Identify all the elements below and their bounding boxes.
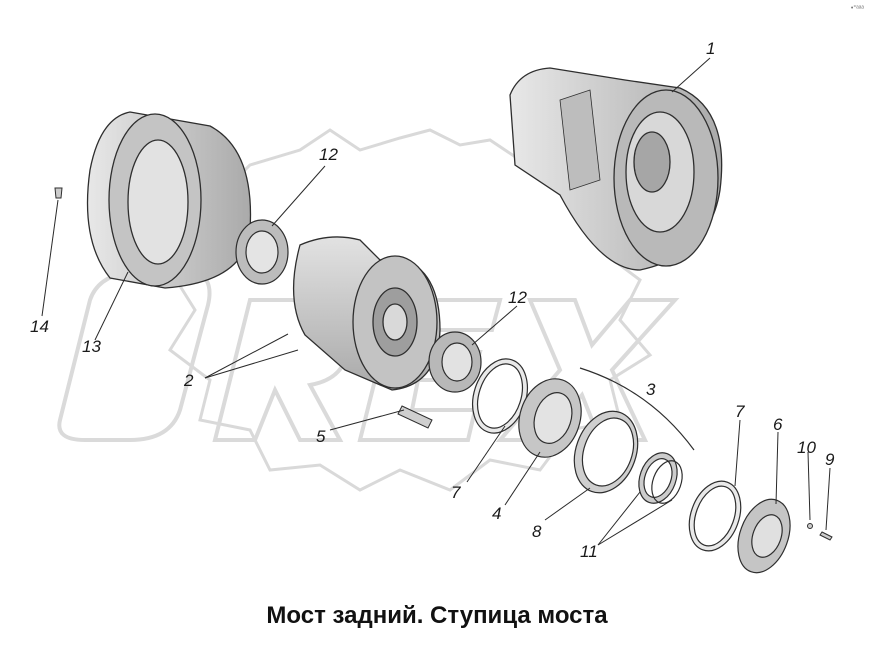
part-gasket-left xyxy=(472,358,528,434)
part-flange-cover xyxy=(518,378,582,458)
part-bolt xyxy=(819,531,833,541)
callout-14: 14 xyxy=(30,317,49,336)
part-cover-plate xyxy=(737,498,791,574)
callout-9: 9 xyxy=(825,450,835,469)
callout-8: 8 xyxy=(532,522,542,541)
part-bearing-lower xyxy=(428,331,482,393)
callout-11: 11 xyxy=(580,542,598,561)
callout-3: 3 xyxy=(646,380,656,399)
part-brake-drum-right xyxy=(509,67,723,271)
part-gasket-right xyxy=(688,480,742,552)
callout-1: 1 xyxy=(706,39,716,58)
diagram-caption: Мост задний. Ступица моста xyxy=(266,602,608,629)
part-ring xyxy=(573,410,639,494)
corner-mark: •°ᵃᵃᵃ xyxy=(850,5,864,12)
callout-6: 6 xyxy=(773,415,783,434)
part-bearing-upper xyxy=(235,219,289,285)
callout-12-upper: 12 xyxy=(319,145,338,164)
callout-12-lower: 12 xyxy=(508,288,527,307)
part-wheel-hub xyxy=(292,236,441,391)
callout-2: 2 xyxy=(184,371,194,390)
leader-lines xyxy=(41,57,831,546)
callout-7-right: 7 xyxy=(735,402,745,421)
callout-5: 5 xyxy=(316,427,326,446)
bracket-curve-3 xyxy=(579,367,695,451)
callout-10: 10 xyxy=(797,438,816,457)
callout-7-left: 7 xyxy=(451,483,461,502)
part-rings-pair xyxy=(638,452,683,504)
part-washer xyxy=(807,523,813,529)
part-brake-drum-left xyxy=(86,111,252,289)
callout-4: 4 xyxy=(492,504,502,523)
callout-13: 13 xyxy=(82,337,101,356)
part-pin xyxy=(54,187,63,199)
